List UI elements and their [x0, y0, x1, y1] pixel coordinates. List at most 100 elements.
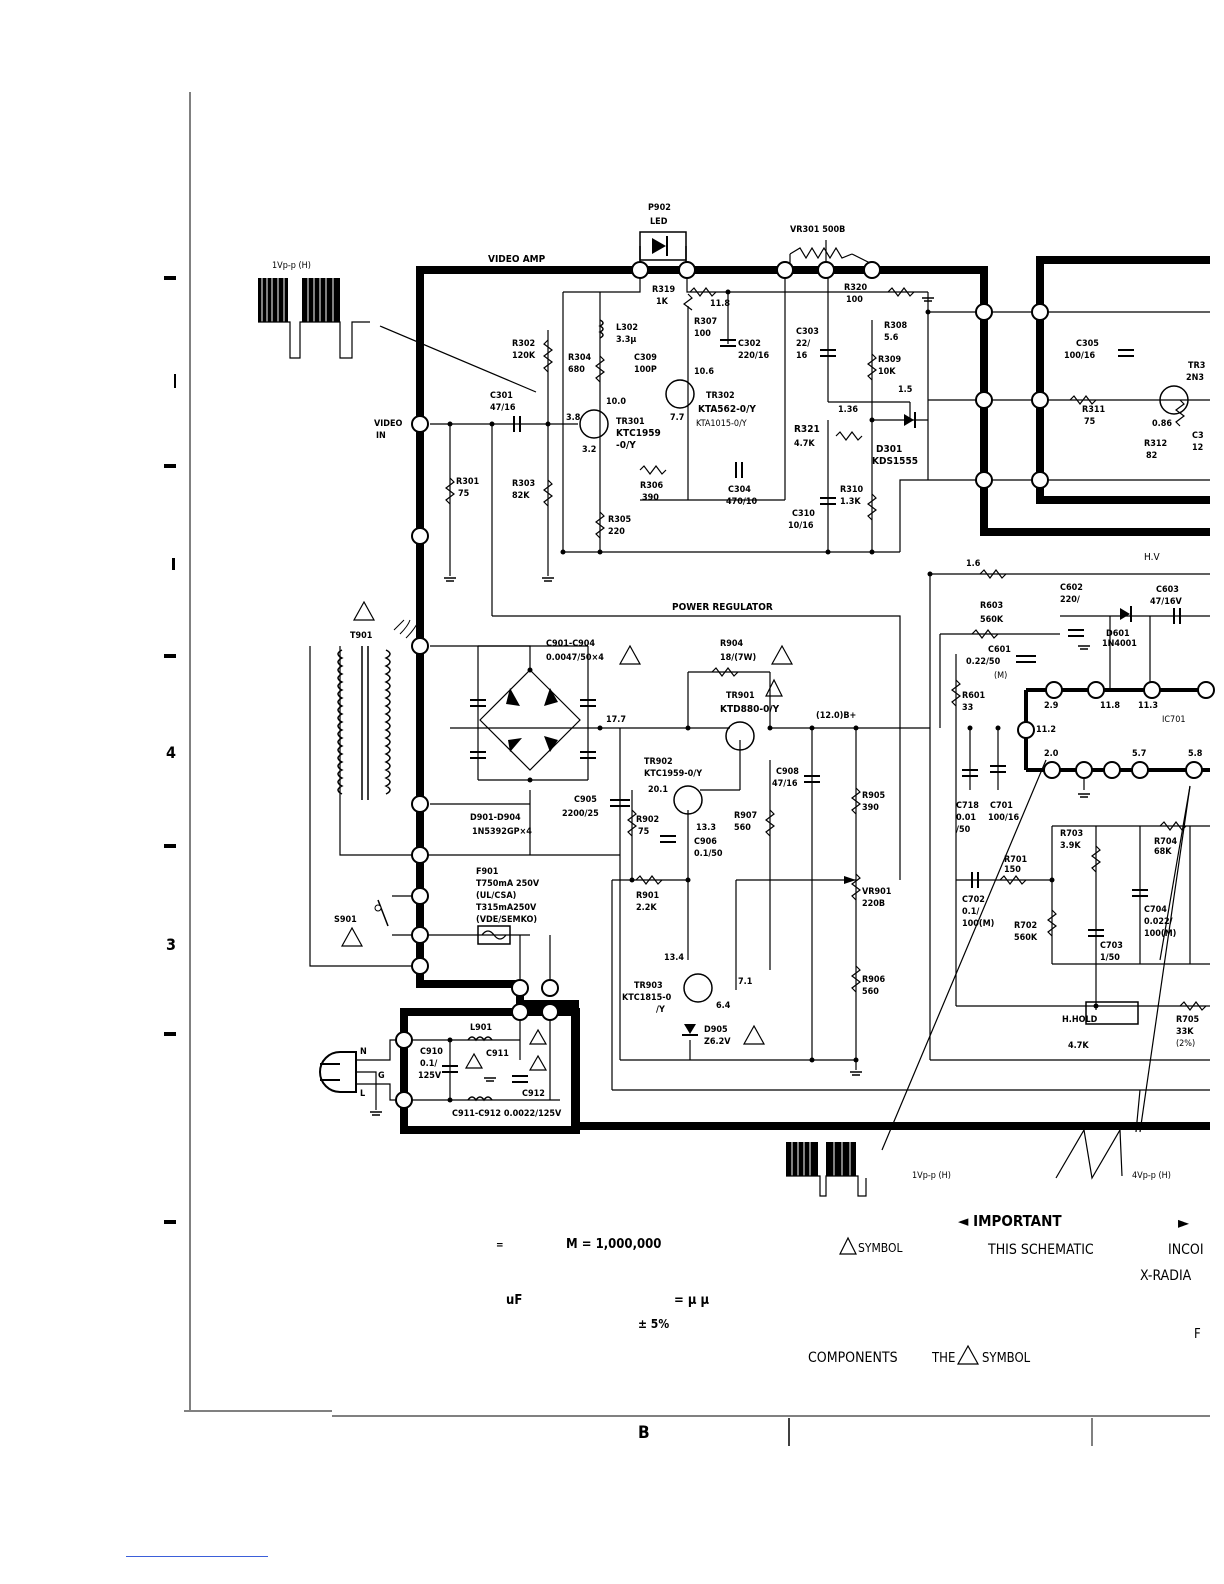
label-v11-2: 11.2: [1036, 725, 1056, 735]
label-r704-v: 68K: [1154, 847, 1172, 857]
label-v11-3: 11.3: [1138, 701, 1158, 711]
label-r902-v: 75: [638, 827, 650, 837]
label-c304-v: 470/10: [726, 497, 757, 507]
label-r321: R321: [794, 424, 820, 435]
label-v5-8: 5.8: [1188, 749, 1203, 759]
note-the: THE: [931, 1351, 955, 1366]
label-r702: R702: [1014, 921, 1037, 931]
label-c701: C701: [990, 801, 1013, 811]
label-t901: T901: [350, 631, 373, 641]
label-c302: C302: [738, 339, 761, 349]
note-arrow: ►: [1178, 1213, 1190, 1232]
label-tr301-p: KTC1959: [616, 428, 661, 439]
label-f901-v2: (UL/CSA): [476, 891, 516, 901]
label-p902: P902: [648, 203, 671, 213]
note-pm5: ± 5%: [638, 1317, 669, 1331]
label-d901-v: 1N5392GP×4: [472, 827, 532, 837]
label-tr302: TR302: [706, 391, 735, 401]
waveform-3: [1055, 1127, 1123, 1180]
label-c704-v1: 0.022/: [1144, 917, 1173, 927]
label-c301-v: 47/16: [490, 403, 516, 413]
bottom-link-underline: [126, 1556, 268, 1557]
label-wave1: 1Vp-p (H): [272, 261, 311, 271]
label-plug-n: N: [360, 1047, 367, 1057]
label-c3x-v: 12: [1192, 443, 1203, 453]
label-hhold-v: 4.7K: [1068, 1041, 1089, 1051]
label-c305-v: 100/16: [1064, 351, 1095, 361]
label-tr302-a: KTA1015-0/Y: [696, 419, 747, 429]
label-c718-v2: /50: [956, 825, 971, 835]
note-uf: uF: [506, 1293, 522, 1308]
label-r321-v: 4.7K: [794, 439, 815, 449]
label-c305: C305: [1076, 339, 1099, 349]
label-c310-v: 10/16: [788, 521, 814, 531]
note-symbol: SYMBOL: [858, 1241, 902, 1255]
label-v10-6: 10.6: [694, 367, 714, 377]
label-v11-8: 11.8: [710, 299, 730, 309]
label-v11-8b: 11.8: [1100, 701, 1120, 711]
label-v13-4: 13.4: [664, 953, 684, 963]
label-r301-v: 75: [458, 489, 470, 499]
label-r319: R319: [652, 285, 676, 295]
label-v0-86: 0.86: [1152, 419, 1172, 429]
label-r307-v: 100: [694, 329, 711, 339]
label-tr3x: TR3: [1188, 361, 1205, 371]
label-r905: R905: [862, 791, 886, 801]
label-c718: C718: [956, 801, 979, 811]
label-r302: R302: [512, 339, 535, 349]
label-v2-0: 2.0: [1044, 749, 1059, 759]
waveform-2: [786, 1142, 867, 1197]
label-l302-v: 3.3μ: [616, 335, 636, 345]
label-c702: C702: [962, 895, 985, 905]
label-tr903: TR903: [634, 981, 663, 991]
label-power-regulator: POWER REGULATOR: [672, 602, 773, 613]
label-c906-v: 0.1/50: [694, 849, 723, 859]
label-d301-v: KDS1555: [872, 456, 918, 467]
label-c3x: C3: [1192, 431, 1204, 441]
label-tr3x-p: 2N3: [1186, 373, 1204, 383]
label-c701-v: 100/16: [988, 813, 1019, 823]
component-labels: P902 LED VR301 500B VIDEO AMP 1Vp-p (H) …: [272, 203, 1205, 1181]
label-r901-v: 2.2K: [636, 903, 657, 913]
label-r306: R306: [640, 481, 664, 491]
label-c704: C704: [1144, 905, 1167, 915]
label-v3-2: 3.2: [582, 445, 596, 455]
label-c901: C901-C904: [546, 639, 595, 649]
label-c908-v: 47/16: [772, 779, 798, 789]
label-c906: C906: [694, 837, 717, 847]
label-v13-3: 13.3: [696, 823, 716, 833]
label-c910-v2: 125V: [418, 1071, 442, 1081]
connector-pins: [395, 261, 1215, 1109]
waveform-1: [258, 278, 370, 359]
label-c602: C602: [1060, 583, 1083, 593]
label-r904: R904: [720, 639, 744, 649]
label-tr902: TR902: [644, 757, 673, 767]
label-r306-v: 390: [642, 493, 659, 503]
label-r304: R304: [568, 353, 592, 363]
label-r303-v: 82K: [512, 491, 530, 501]
label-c912: C912: [522, 1089, 545, 1099]
label-r907: R907: [734, 811, 757, 821]
note-incor: INCOI: [1168, 1242, 1204, 1258]
note-mega: M = 1,000,000: [566, 1237, 661, 1252]
label-r702-v: 560K: [1014, 933, 1038, 943]
label-c718-v1: 0.01: [956, 813, 976, 823]
label-r603-v: 560K: [980, 615, 1004, 625]
label-r304-v: 680: [568, 365, 585, 375]
label-tr903-s: /Y: [656, 1005, 665, 1015]
label-r308-v: 5.6: [884, 333, 899, 343]
label-r303: R303: [512, 479, 535, 489]
label-v3-8: 3.8: [566, 413, 581, 423]
label-c703-v: 1/50: [1100, 953, 1120, 963]
label-r310: R310: [840, 485, 864, 495]
label-d601: D601: [1106, 629, 1130, 639]
label-v20-1: 20.1: [648, 785, 668, 795]
label-r704: R704: [1154, 837, 1178, 847]
label-tr301: TR301: [616, 417, 645, 427]
label-r312: R312: [1144, 439, 1167, 449]
label-r703: R703: [1060, 829, 1083, 839]
label-r311-v: 75: [1084, 417, 1096, 427]
label-v12b: (12.0)B+: [816, 711, 856, 721]
label-c911: C911: [486, 1049, 509, 1059]
label-c704-v2: 100(M): [1144, 929, 1176, 939]
